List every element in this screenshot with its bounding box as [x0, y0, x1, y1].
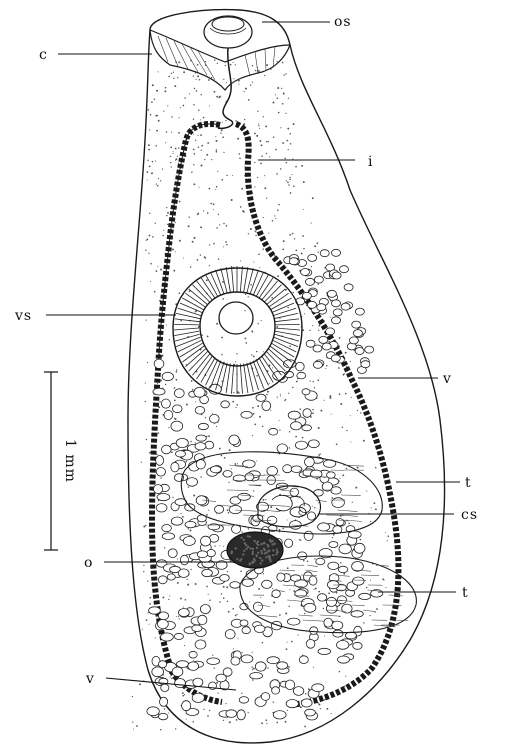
label-collar: c: [39, 47, 48, 63]
label-intestine: i: [368, 154, 373, 170]
label-testis-lower: t: [462, 585, 469, 601]
oral-sucker-opening: [212, 17, 244, 31]
label-vitellaria-right: v: [442, 371, 452, 387]
oral-sucker: [204, 16, 252, 48]
label-testis-upper: t: [465, 475, 472, 491]
ovary: [227, 532, 283, 568]
label-cirrus-sac: cs: [461, 507, 478, 523]
label-oral-sucker: os: [334, 14, 352, 30]
label-vitellaria-left: v: [85, 671, 95, 687]
scale-bar-label: 1 mm: [62, 439, 78, 483]
scale-bar: [44, 372, 58, 550]
label-ovary: o: [84, 555, 93, 571]
label-ventral-sucker: vs: [14, 308, 32, 324]
testis-anterior: [181, 452, 382, 534]
collar: [150, 30, 290, 90]
